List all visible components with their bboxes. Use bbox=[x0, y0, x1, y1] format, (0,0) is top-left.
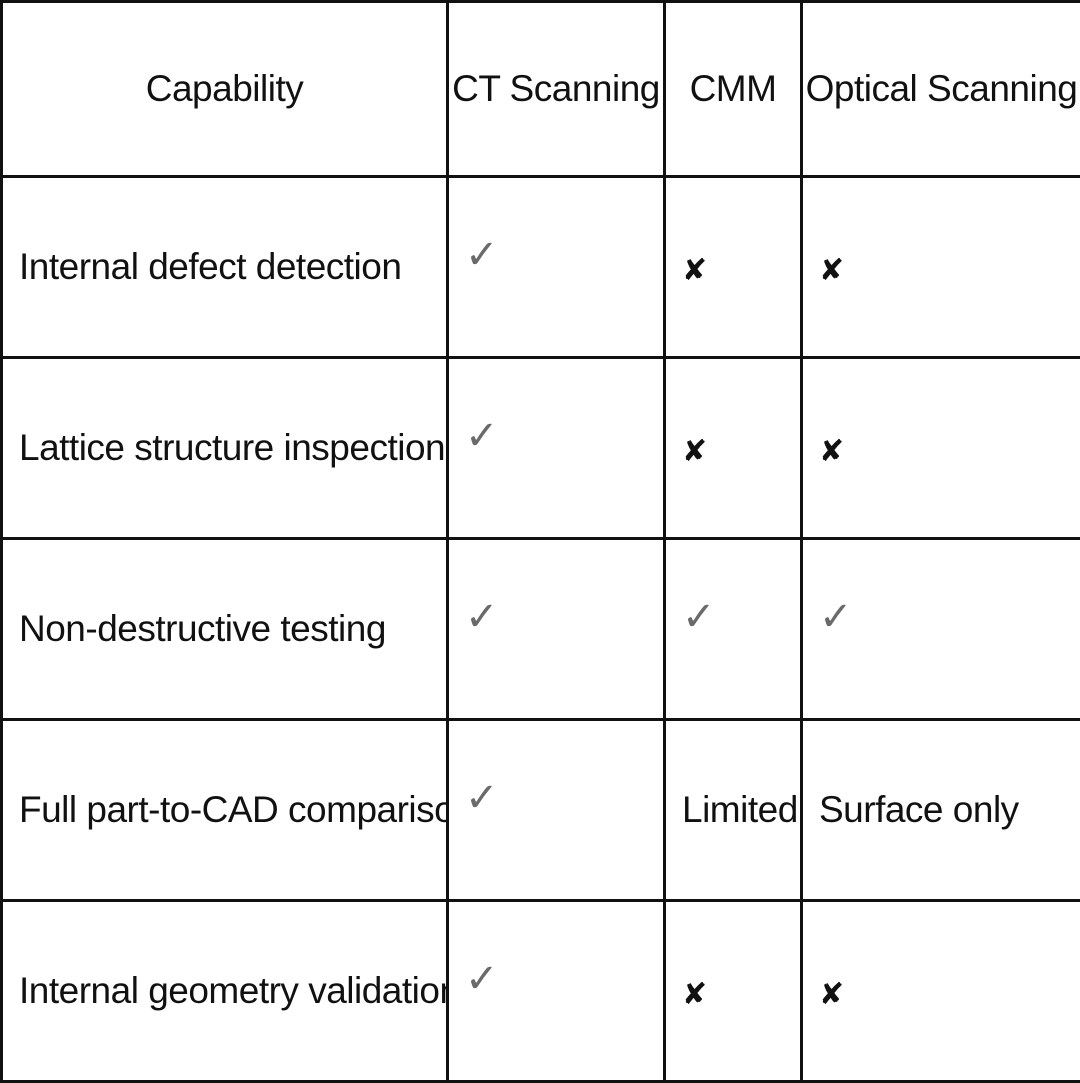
optical-scanning-cell: ✘ bbox=[802, 901, 1080, 1082]
capability-cell: Internal defect detection bbox=[2, 177, 448, 358]
checkmark-icon: ✓ bbox=[465, 775, 498, 821]
capability-cell: Lattice structure inspection bbox=[2, 358, 448, 539]
ct-scanning-cell: ✓ bbox=[448, 358, 665, 539]
capability-label: Internal geometry validation bbox=[19, 970, 448, 1012]
cmm-cell: ✓ bbox=[665, 539, 802, 720]
ct-scanning-cell: ✓ bbox=[448, 901, 665, 1082]
capability-label: Full part-to-CAD comparison bbox=[19, 789, 448, 831]
ct-scanning-cell: ✓ bbox=[448, 720, 665, 901]
capability-label: Internal defect detection bbox=[19, 246, 401, 288]
table-row: Non-destructive testing ✓ ✓ ✓ bbox=[2, 539, 1080, 720]
header-row: Capability CT Scanning CMM Optical Scann… bbox=[2, 2, 1080, 177]
cmm-cell: ✘ bbox=[665, 901, 802, 1082]
capability-label: Non-destructive testing bbox=[19, 608, 386, 650]
checkmark-icon: ✓ bbox=[682, 594, 715, 640]
checkmark-icon: ✓ bbox=[819, 594, 852, 640]
optical-scanning-cell: ✘ bbox=[802, 358, 1080, 539]
cmm-cell: Limited bbox=[665, 720, 802, 901]
cross-icon: ✘ bbox=[682, 977, 707, 1012]
cross-icon: ✘ bbox=[682, 253, 707, 288]
checkmark-icon: ✓ bbox=[465, 956, 498, 1002]
capability-cell: Internal geometry validation bbox=[2, 901, 448, 1082]
cmm-cell: ✘ bbox=[665, 358, 802, 539]
checkmark-icon: ✓ bbox=[465, 594, 498, 640]
header-capability: Capability bbox=[2, 2, 448, 177]
cross-icon: ✘ bbox=[682, 434, 707, 469]
checkmark-icon: ✓ bbox=[465, 413, 498, 459]
cell-text: Surface only bbox=[819, 789, 1019, 831]
table-row: Full part-to-CAD comparison ✓ Limited Surfa… bbox=[2, 720, 1080, 901]
header-ct-scanning: CT Scanning bbox=[448, 2, 665, 177]
optical-scanning-cell: ✓ bbox=[802, 539, 1080, 720]
header-cmm: CMM bbox=[665, 2, 802, 177]
checkmark-icon: ✓ bbox=[465, 232, 498, 278]
table-row: Lattice structure inspection ✓ ✘ ✘ bbox=[2, 358, 1080, 539]
optical-scanning-cell: Surface only bbox=[802, 720, 1080, 901]
capability-cell: Full part-to-CAD comparison bbox=[2, 720, 448, 901]
cross-icon: ✘ bbox=[819, 977, 844, 1012]
ct-scanning-cell: ✓ bbox=[448, 177, 665, 358]
cross-icon: ✘ bbox=[819, 253, 844, 288]
cross-icon: ✘ bbox=[819, 434, 844, 469]
table-row: Internal geometry validation ✓ ✘ ✘ bbox=[2, 901, 1080, 1082]
cell-text: Limited bbox=[682, 789, 798, 831]
optical-scanning-cell: ✘ bbox=[802, 177, 1080, 358]
capability-cell: Non-destructive testing bbox=[2, 539, 448, 720]
table-row: Internal defect detection ✓ ✘ ✘ bbox=[2, 177, 1080, 358]
header-optical-scanning: Optical Scanning bbox=[802, 2, 1080, 177]
cmm-cell: ✘ bbox=[665, 177, 802, 358]
ct-scanning-cell: ✓ bbox=[448, 539, 665, 720]
capability-label: Lattice structure inspection bbox=[19, 427, 445, 469]
